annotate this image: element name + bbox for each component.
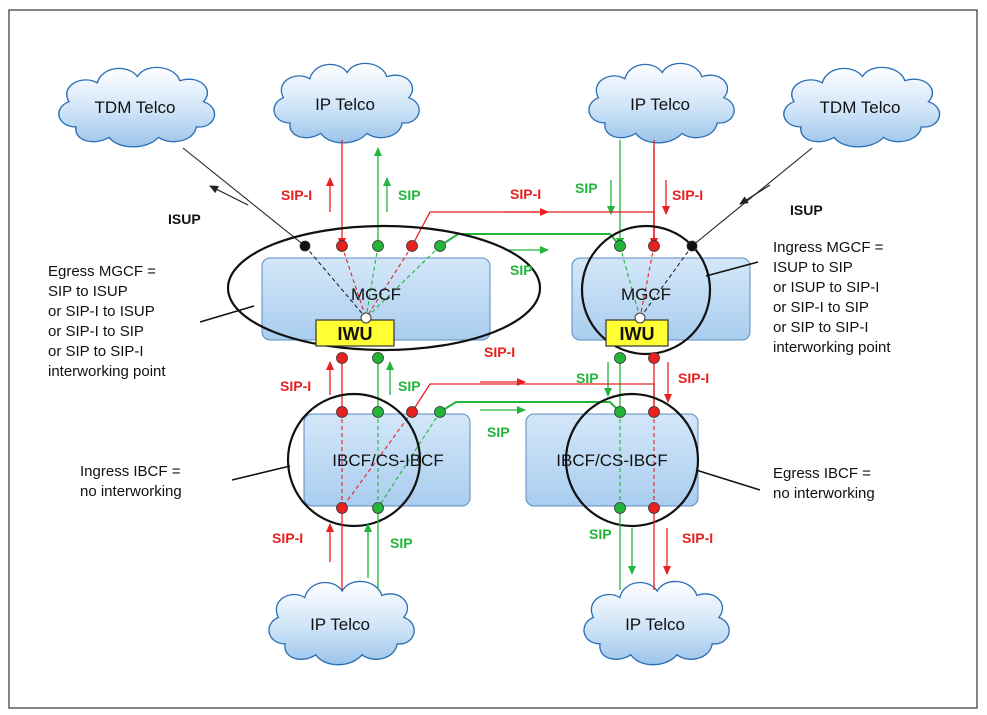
sipi-label-upper-left: SIP-I — [280, 378, 311, 394]
ibcf-right-circle — [564, 392, 700, 528]
arrow-isup-right — [739, 184, 771, 205]
sipi-label-top-right: SIP-I — [672, 187, 703, 203]
cloud-label-ip-bottom-left: IP Telco — [310, 615, 370, 634]
sip-label-mid-low: SIP — [487, 424, 510, 440]
sip-label-upper-left: SIP — [398, 378, 421, 394]
iwu-left-label: IWU — [338, 324, 373, 344]
mgcf-right-internal — [619, 245, 693, 319]
sip-label-mid-top: SIP — [510, 262, 533, 278]
callout-egress-mgcf — [199, 305, 255, 323]
isup-left-label: ISUP — [168, 211, 201, 227]
sipi-label-mid-low: SIP-I — [484, 344, 515, 360]
callout-ingress-mgcf — [705, 261, 759, 277]
annotation-ingress-mgcf: Ingress MGCF = ISUP to SIP or ISUP to SI… — [773, 239, 891, 356]
ibcf-left-label: IBCF/CS-IBCF — [332, 451, 443, 470]
arrow-isup-left — [209, 185, 249, 206]
sip-label-bottom-right: SIP — [589, 526, 612, 542]
sipi-label-upper-right: SIP-I — [678, 370, 709, 386]
cloud-label-tdm-left: TDM Telco — [95, 98, 176, 117]
ibcf-left-internal — [341, 411, 441, 509]
annotation-ingress-ibcf: Ingress IBCF = no interworking — [80, 463, 185, 500]
iwu-left-dot — [360, 312, 372, 324]
sip-label-top-right: SIP — [575, 180, 598, 196]
connection-dots — [299, 240, 698, 514]
sipi-label-top-left: SIP-I — [281, 187, 312, 203]
sip-label-bottom-left: SIP — [390, 535, 413, 551]
ibcf-right-label: IBCF/CS-IBCF — [556, 451, 667, 470]
line-mgcf-sip-cross — [439, 233, 621, 247]
mgcf-right-circle — [580, 224, 712, 356]
ibcf-left-box — [303, 413, 471, 507]
iwu-right-dot — [634, 312, 646, 324]
callout-ingress-ibcf — [231, 465, 291, 481]
ibcf-left-circle — [286, 392, 422, 528]
iwu-left-box — [315, 319, 395, 347]
mgcf-left-label: MGCF — [351, 285, 401, 304]
line-tdm-left — [182, 147, 306, 247]
annotation-egress-mgcf: Egress MGCF = SIP to ISUP or SIP-I to IS… — [48, 263, 166, 380]
callout-egress-ibcf — [695, 469, 761, 491]
sipi-label-bottom-left: SIP-I — [272, 530, 303, 546]
sip-label-upper-right: SIP — [576, 370, 599, 386]
isup-right-label: ISUP — [790, 202, 823, 218]
iwu-right-box — [605, 319, 669, 347]
mgcf-left-internal — [304, 245, 441, 319]
cloud-label-ip-bottom-right: IP Telco — [625, 615, 685, 634]
line-ibcf-sip-cross — [439, 401, 621, 413]
ibcf-right-internal — [619, 412, 655, 508]
mgcf-right-label: MGCF — [621, 285, 671, 304]
iwu-right-label: IWU — [620, 324, 655, 344]
mgcf-left-ellipse — [226, 224, 542, 352]
sipi-label-bottom-right: SIP-I — [682, 530, 713, 546]
cloud-label-ip-top-left: IP Telco — [315, 95, 375, 114]
annotation-egress-ibcf: Egress IBCF = no interworking — [773, 465, 875, 502]
sipi-label-mid-top: SIP-I — [510, 186, 541, 202]
sip-label-top-left: SIP — [398, 187, 421, 203]
cloud-label-ip-top-right: IP Telco — [630, 95, 690, 114]
cloud-label-tdm-right: TDM Telco — [820, 98, 901, 117]
